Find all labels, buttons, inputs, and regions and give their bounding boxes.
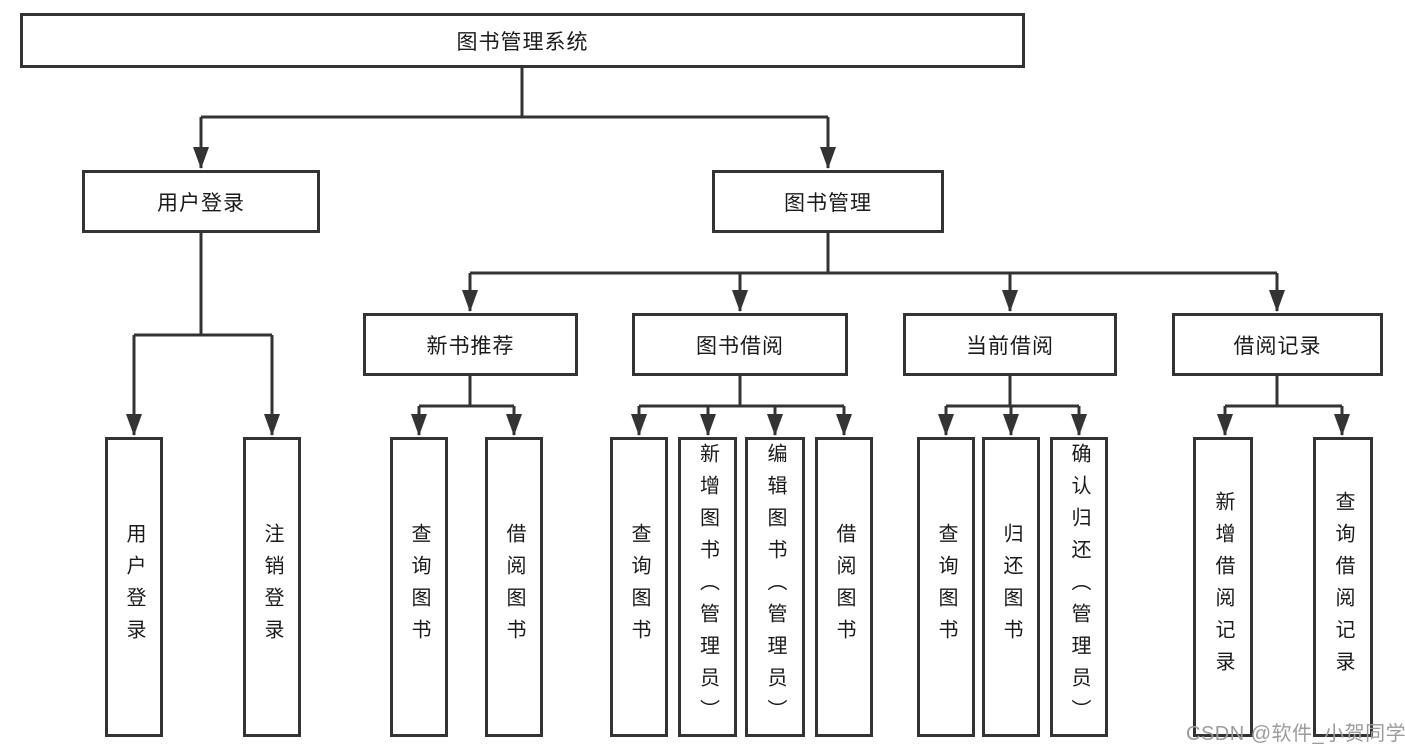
- leaf-recommend-borrow-book-label: 借阅图书: [503, 523, 525, 651]
- leaf-current-return-book: 归还图书: [982, 437, 1040, 737]
- leaf-current-query-book-label: 查询图书: [935, 523, 957, 651]
- leaf-borrow-query-book: 查询图书: [610, 437, 668, 737]
- leaf-borrow-query-book-label: 查询图书: [628, 523, 650, 651]
- leaf-user-login-label: 用户登录: [123, 523, 145, 651]
- leaf-records-add-record: 新增借阅记录: [1193, 437, 1253, 737]
- leaf-recommend-borrow-book: 借阅图书: [485, 437, 543, 737]
- watermark: CSDN @软件_小贺同学: [1186, 723, 1405, 745]
- leaf-current-query-book: 查询图书: [917, 437, 975, 737]
- node-book-management: 图书管理: [712, 170, 944, 233]
- leaf-borrow-add-book-admin-label: 新增图书（管理员）: [696, 443, 719, 731]
- node-user-login: 用户登录: [82, 170, 320, 233]
- leaf-current-confirm-return-admin: 确认归还（管理员）: [1050, 437, 1108, 737]
- leaf-user-login: 用户登录: [105, 437, 163, 737]
- leaf-logout: 注销登录: [243, 437, 301, 737]
- leaf-borrow-edit-book-admin: 编辑图书（管理员）: [745, 437, 805, 737]
- leaf-records-add-record-label: 新增借阅记录: [1212, 491, 1234, 683]
- node-current-borrow: 当前借阅: [903, 313, 1117, 376]
- node-borrow-records: 借阅记录: [1172, 313, 1383, 376]
- leaf-borrow-borrow-book-label: 借阅图书: [833, 523, 855, 651]
- leaf-borrow-borrow-book: 借阅图书: [815, 437, 873, 737]
- node-library-management-system: 图书管理系统: [20, 13, 1025, 68]
- leaf-logout-label: 注销登录: [261, 523, 283, 651]
- node-new-book-recommend: 新书推荐: [363, 313, 578, 376]
- leaf-borrow-edit-book-admin-label: 编辑图书（管理员）: [764, 443, 786, 731]
- leaf-current-return-book-label: 归还图书: [1000, 523, 1022, 651]
- leaf-recommend-query-book: 查询图书: [390, 437, 448, 737]
- node-book-borrow: 图书借阅: [632, 313, 848, 376]
- leaf-records-query-record-label: 查询借阅记录: [1332, 491, 1354, 683]
- leaf-recommend-query-book-label: 查询图书: [408, 523, 430, 651]
- leaf-borrow-add-book-admin: 新增图书（管理员）: [678, 437, 737, 737]
- leaf-current-confirm-return-admin-label: 确认归还（管理员）: [1068, 443, 1090, 731]
- leaf-records-query-record: 查询借阅记录: [1313, 437, 1373, 737]
